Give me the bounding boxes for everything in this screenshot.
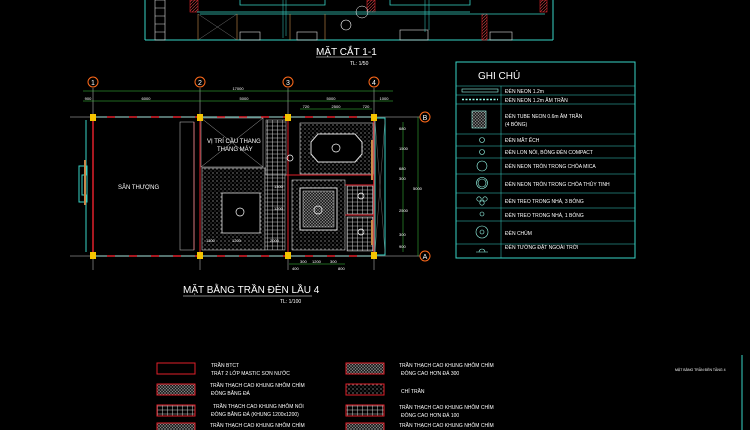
swatch-gypsum-4 xyxy=(156,422,196,430)
label-text: 720 xyxy=(303,104,310,109)
label-text: 1500 xyxy=(399,146,409,151)
side-note: MẶT BẰNG TRẦN ĐÈN TẦNG 4 xyxy=(675,367,726,372)
label-text: CHỈ TRẦN xyxy=(401,388,425,395)
legend-item-label: ĐÈN TREO TRONG NHÀ, 3 BÓNG xyxy=(505,198,584,205)
label-text: 300 xyxy=(399,232,406,237)
room-label-elevator: THANG MÁY xyxy=(217,146,253,153)
label-text: A xyxy=(423,254,428,261)
tube-neon-grid-icon xyxy=(471,110,487,129)
swatch-btct xyxy=(156,362,196,375)
legend-item-label: ĐÈN TREO TRONG NHÀ, 1 BÓNG xyxy=(505,212,584,219)
room-label-stair: VỊ TRÍ CẦU THANG xyxy=(207,138,261,145)
label-text: TRẦN THẠCH CAO KHUNG NHÔM NỔI xyxy=(213,403,304,410)
legend-item-label: ĐÈN CHÙM xyxy=(505,230,532,237)
swatch-gypsum-stone xyxy=(156,383,196,396)
label-text: 300 xyxy=(399,176,406,181)
legend-item-label: ĐÈN TUBE NEON 0.6m ÂM TRẦN xyxy=(505,113,583,120)
label-text: 17000 xyxy=(232,86,244,91)
label-text: 1200 xyxy=(232,238,242,243)
lighting-legend: GHI CHÚ ĐÈN NEON 1.2m ĐÈN NEON 1.2m ÂM T… xyxy=(455,61,636,259)
label-text: 300 xyxy=(330,259,337,264)
label-text: TRÁT 2 LỚP MASTIC SƠN NƯỚC xyxy=(211,370,290,377)
round-neon-glass-icon xyxy=(476,177,488,189)
legend-item-label: ĐÈN NEON TRÒN TRONG CHÓA THỦY TINH xyxy=(505,181,610,188)
dimensions: 17000 900 6000 5000 5000 1000 720 2500 7… xyxy=(85,86,423,271)
label-text: TRẦN THẠCH CAO KHUNG NHÔM CHÌM xyxy=(399,362,494,369)
label-text: 5000 xyxy=(327,96,337,101)
round-neon-mica-icon xyxy=(476,160,488,172)
grid-bubble-2: 2 xyxy=(194,76,206,88)
label-text: 2 xyxy=(198,80,202,87)
chandelier-icon xyxy=(475,225,489,239)
swatch-gypsum-8 xyxy=(345,422,385,430)
legend-title: GHI CHÚ xyxy=(478,69,520,82)
grid-bubble-4: 4 xyxy=(368,76,380,88)
section-scale: TL: 1/50 xyxy=(350,61,369,67)
floor-plan xyxy=(70,88,420,270)
label-text: TRẦN THẠCH CAO KHUNG NHÔM CHÌM xyxy=(210,382,305,389)
compact-lamp-icon xyxy=(479,149,485,155)
label-text: 400 xyxy=(292,266,299,271)
label-text: 900 xyxy=(399,244,406,249)
label-text: 2500 xyxy=(332,104,342,109)
legend-item-label: ĐÈN NEON TRÒN TRONG CHÓA MICA xyxy=(505,163,596,170)
label-text: 2000 xyxy=(270,238,280,243)
label-text: ĐÓNG CAO HƠN ĐÁ 100 xyxy=(401,412,459,419)
label-text: 4 xyxy=(372,80,376,87)
label-text: 720 xyxy=(363,104,370,109)
legend-item-label: (4 BÓNG) xyxy=(505,121,528,128)
label-text: B xyxy=(423,115,428,122)
pendant-1-icon xyxy=(479,211,485,217)
swatch-gypsum-100 xyxy=(345,404,385,417)
label-text: 3 xyxy=(286,80,290,87)
grid-bubble-a: A xyxy=(419,250,431,262)
grid-bubble-3: 3 xyxy=(282,76,294,88)
label-text: 300 xyxy=(300,259,307,264)
label-text: 800 xyxy=(338,266,345,271)
downlight-icon xyxy=(479,137,485,143)
grid-bubble-1: 1 xyxy=(87,76,99,88)
label-text: 1 xyxy=(91,80,95,87)
room-label-terrace: SÂN THƯỢNG xyxy=(118,184,159,191)
swatch-gypsum-300 xyxy=(345,362,385,375)
grid-bubble-b: B xyxy=(419,111,431,123)
neon-tube-icon xyxy=(461,88,499,93)
label-text: 900 xyxy=(85,96,92,101)
label-text: TRẦN THẠCH CAO KHUNG NHÔM CHÌM xyxy=(210,422,305,429)
grid-bubbles: 1 2 3 4 B A xyxy=(87,76,431,262)
label-text: ĐÓNG BẰNG ĐÁ (KHUNG 1200x1200) xyxy=(211,410,299,418)
plan-title: MẶT BẰNG TRẦN ĐÈN LẦU 4 xyxy=(183,283,320,296)
pendant-3-icon xyxy=(476,196,488,206)
swatch-cornice xyxy=(345,383,385,396)
label-text: ĐÓNG BẰNG ĐÁ xyxy=(211,389,251,397)
label-text: ĐÓNG CAO HƠN ĐÁ 300 xyxy=(401,370,459,377)
label-text: 5000 xyxy=(413,186,423,191)
legend-item-label: ĐÈN LON NỔI, BÓNG ĐÈN COMPACT xyxy=(505,149,593,156)
legend-item-label: ĐÈN NEON 1.2m ÂM TRẦN xyxy=(505,97,568,104)
label-text: 1300 xyxy=(206,238,216,243)
outdoor-wall-lamp-icon xyxy=(476,248,488,253)
legend-item-label: ĐÈN TƯỜNG ĐẶT NGOÀI TRỜI xyxy=(505,244,578,251)
label-text: TRẦN THẠCH CAO KHUNG NHÔM CHÌM xyxy=(399,422,494,429)
label-text: 680 xyxy=(399,166,406,171)
label-text: 680 xyxy=(399,126,406,131)
section-1-1-drawing xyxy=(144,0,554,41)
label-text: 5000 xyxy=(240,96,250,101)
label-text: TRẦN THẠCH CAO KHUNG NHÔM CHÌM xyxy=(399,404,494,411)
label-text: TRẦN BTCT xyxy=(211,362,239,369)
label-text: 1000 xyxy=(380,96,390,101)
label-text: 6000 xyxy=(142,96,152,101)
label-text: 1200 xyxy=(312,259,322,264)
label-text: 1300 xyxy=(274,184,284,189)
label-text: 2500 xyxy=(399,208,409,213)
plan-scale: TL: 1/100 xyxy=(280,299,301,305)
section-title: MẶT CẮT 1-1 xyxy=(316,45,377,58)
label-text: 1200 xyxy=(274,206,284,211)
legend-item-label: ĐÈN NEON 1.2m xyxy=(505,88,544,95)
ceiling-legend: TRẦN BTCT TRÁT 2 LỚP MASTIC SƠN NƯỚC TRẦ… xyxy=(156,362,494,430)
legend-item-label: ĐÈN MẮT ẾCH xyxy=(505,136,540,144)
swatch-gypsum-grid xyxy=(156,404,196,417)
